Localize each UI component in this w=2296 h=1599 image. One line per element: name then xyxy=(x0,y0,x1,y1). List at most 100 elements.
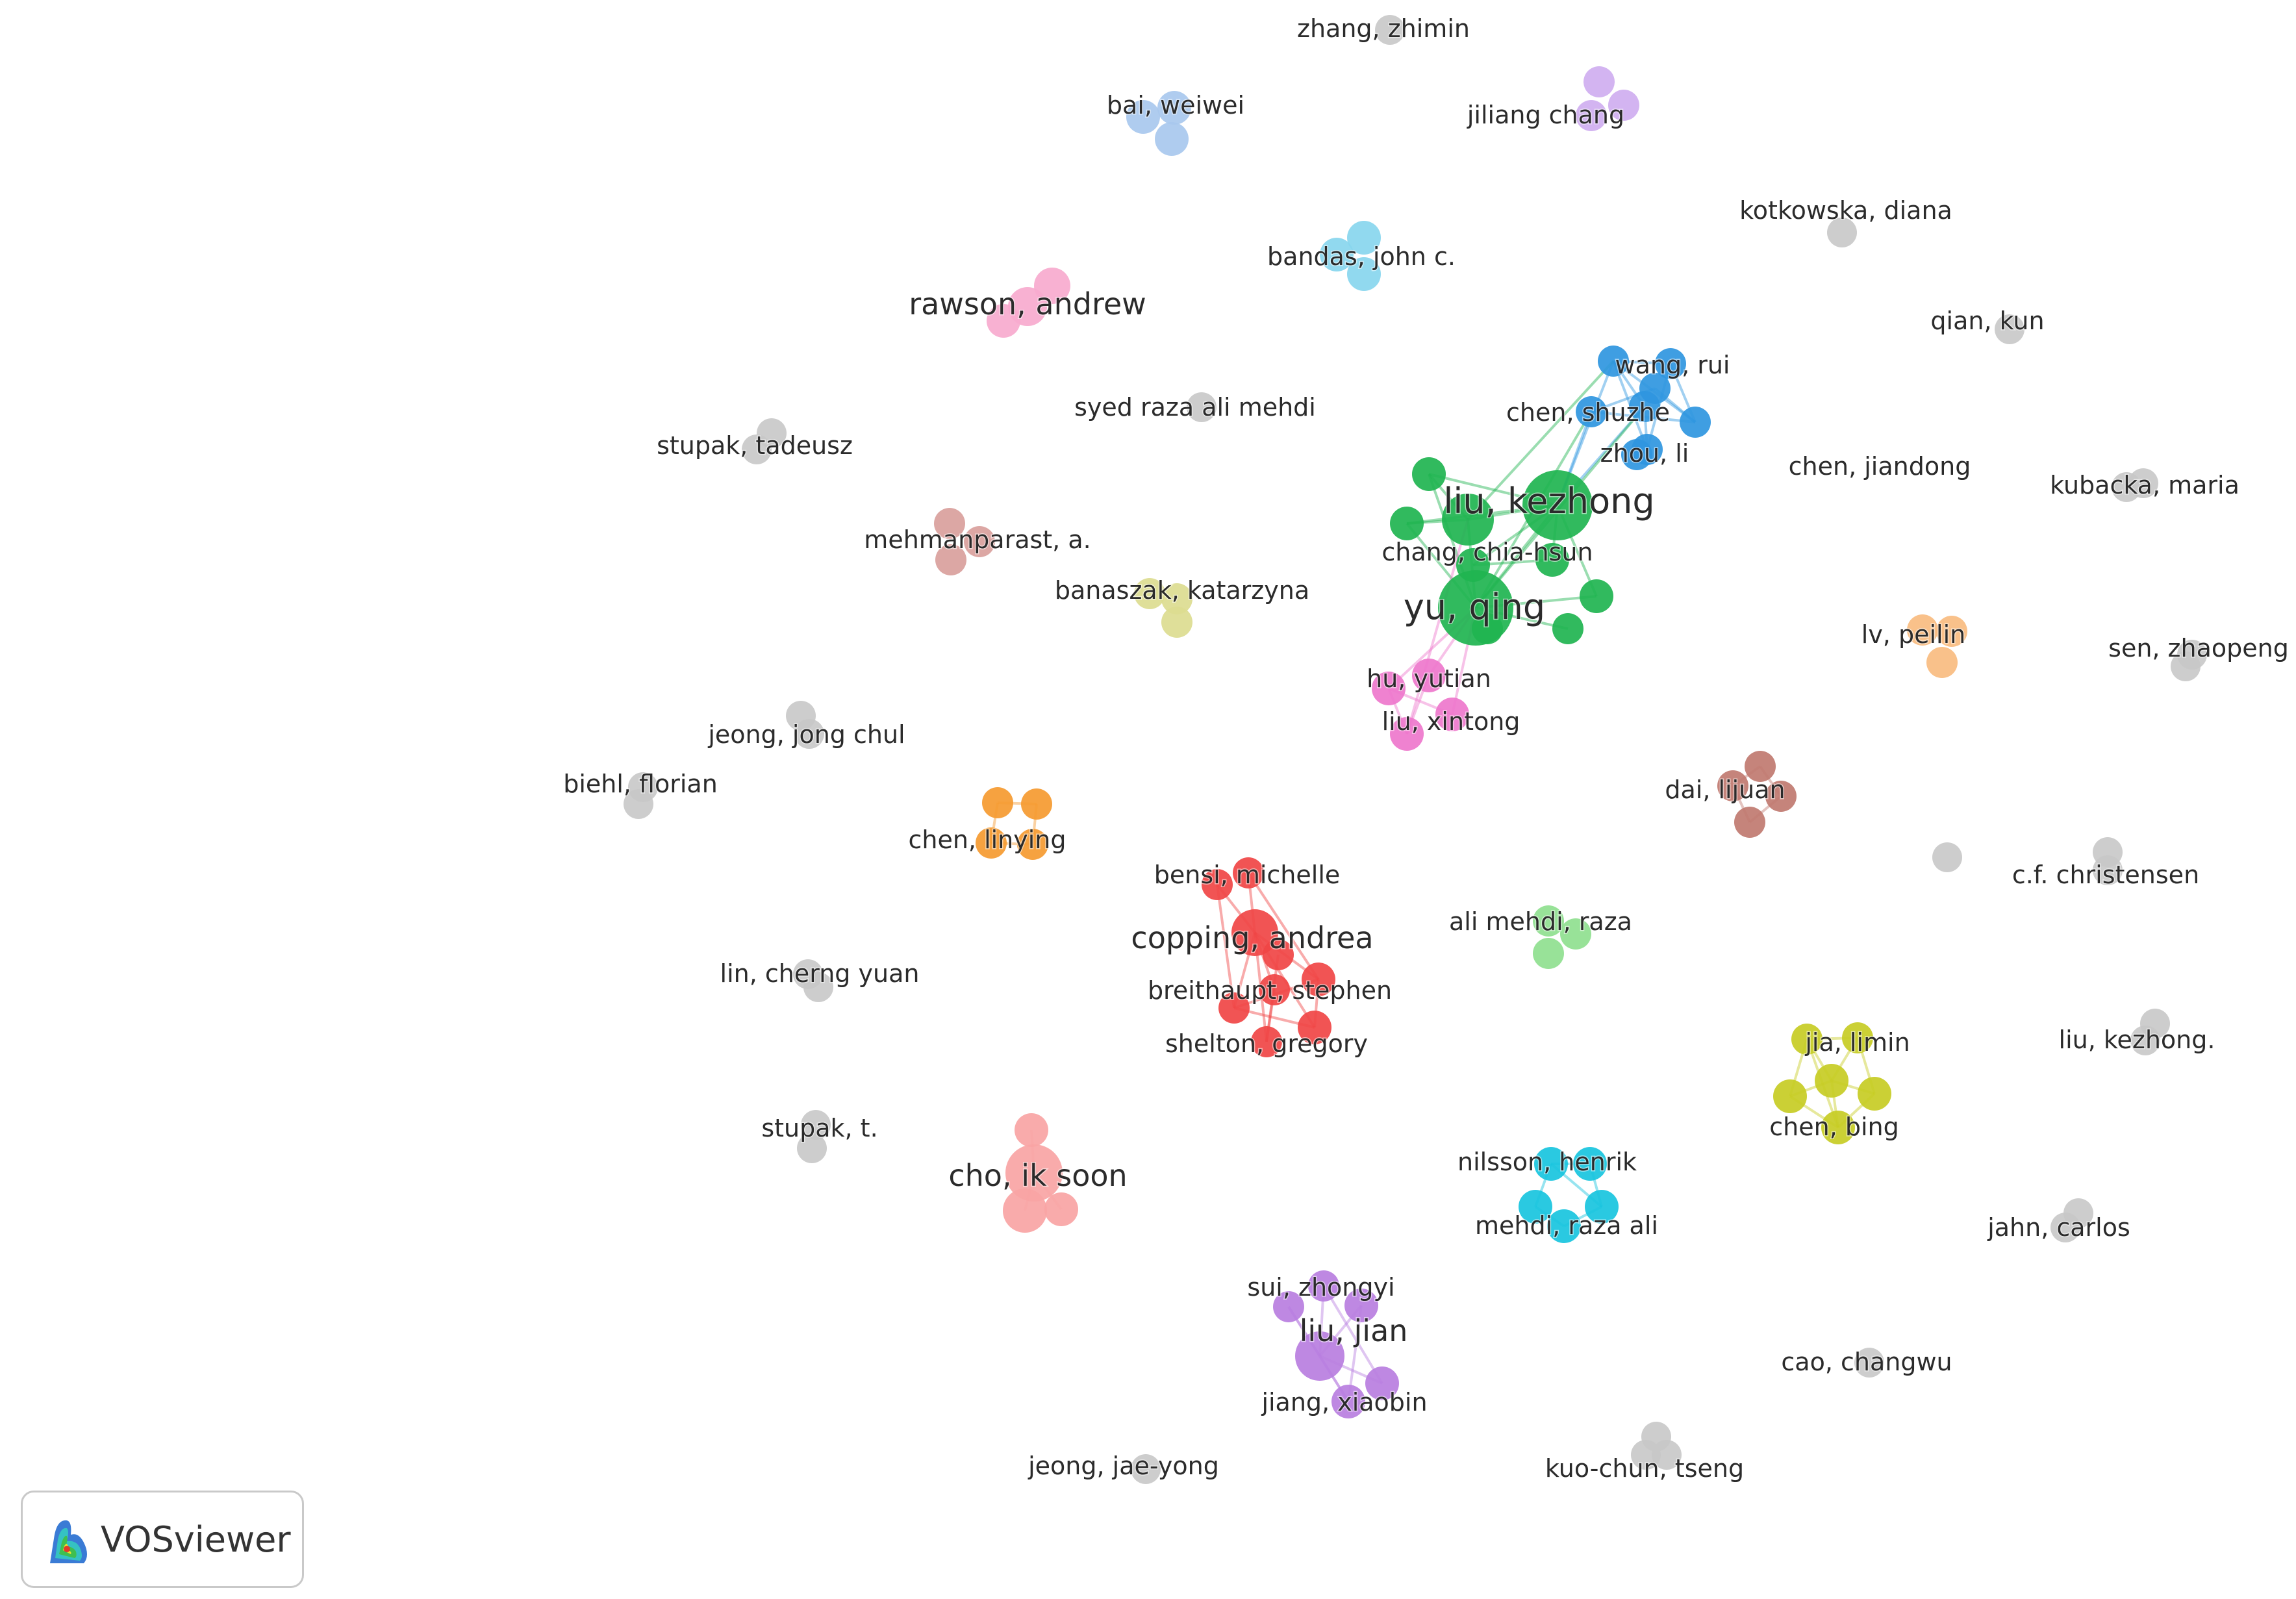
author-node[interactable] xyxy=(1932,842,1962,872)
author-node[interactable] xyxy=(1926,647,1958,678)
author-node[interactable] xyxy=(1631,1440,1661,1470)
author-node[interactable] xyxy=(1680,407,1711,438)
author-node[interactable] xyxy=(1017,829,1048,860)
author-label[interactable]: yu, qing xyxy=(1402,586,1546,629)
author-node[interactable] xyxy=(1936,616,1967,647)
author-node[interactable] xyxy=(1390,717,1424,751)
author-node[interactable] xyxy=(1347,221,1381,255)
author-label[interactable]: jeong, jong chul xyxy=(707,720,906,750)
author-label[interactable]: liu, kezhong. xyxy=(2058,1025,2216,1055)
author-label[interactable]: cao, changwu xyxy=(1780,1347,1953,1378)
author-label[interactable]: stupak, t. xyxy=(761,1113,879,1144)
author-node[interactable] xyxy=(2128,468,2158,498)
author-node[interactable] xyxy=(1773,1079,1807,1113)
author-label[interactable]: syed raza ali mehdi xyxy=(1074,392,1317,423)
author-label[interactable]: chen, jiandong xyxy=(1787,451,1972,482)
author-label[interactable]: c.f. christensen xyxy=(2011,860,2200,890)
author-node[interactable] xyxy=(1995,314,2025,344)
author-label[interactable]: qian, kun xyxy=(1930,306,2045,336)
author-label[interactable]: jiliang chang xyxy=(1465,100,1625,131)
author-node[interactable] xyxy=(1347,257,1381,291)
author-node[interactable] xyxy=(1552,613,1583,644)
author-node[interactable] xyxy=(1827,218,1857,247)
author-node[interactable] xyxy=(1044,1192,1078,1226)
author-node[interactable] xyxy=(1273,1291,1304,1322)
author-node[interactable] xyxy=(1858,1077,1891,1111)
author-label[interactable]: bandas, john c. xyxy=(1267,242,1457,272)
author-node[interactable] xyxy=(1259,974,1290,1005)
author-node[interactable] xyxy=(1202,869,1233,900)
author-node[interactable] xyxy=(1854,1348,1884,1378)
author-node[interactable] xyxy=(1560,918,1591,950)
author-node[interactable] xyxy=(1331,1385,1365,1418)
author-label[interactable]: kubacka, maria xyxy=(2049,470,2241,501)
author-label[interactable]: hu, yutian xyxy=(1366,664,1493,694)
author-node[interactable] xyxy=(1126,100,1160,134)
author-label[interactable]: zhou, li xyxy=(1599,438,1690,469)
author-node[interactable] xyxy=(1005,1144,1063,1202)
author-label[interactable]: copping, andrea xyxy=(1130,920,1374,957)
author-node[interactable] xyxy=(1251,1026,1282,1057)
author-node[interactable] xyxy=(1161,607,1192,638)
author-node[interactable] xyxy=(1519,1190,1552,1224)
author-node[interactable] xyxy=(1815,1064,1848,1098)
author-node[interactable] xyxy=(1375,15,1405,45)
author-label[interactable]: liu, xintong xyxy=(1381,707,1521,737)
author-node[interactable] xyxy=(1021,788,1052,820)
author-node[interactable] xyxy=(1231,909,1278,956)
author-label[interactable]: jeong, jae-yong xyxy=(1027,1451,1220,1481)
author-node[interactable] xyxy=(1157,91,1191,125)
author-label[interactable]: kotkowska, diana xyxy=(1739,195,1954,226)
author-label[interactable]: chen, bing xyxy=(1769,1112,1900,1142)
author-node[interactable] xyxy=(1534,1147,1568,1181)
author-node[interactable] xyxy=(1263,939,1294,970)
author-node[interactable] xyxy=(1745,751,1776,782)
author-label[interactable]: rawson, andrew xyxy=(908,286,1148,323)
author-node[interactable] xyxy=(935,544,966,575)
author-node[interactable] xyxy=(1161,583,1192,614)
author-label[interactable]: bensi, michelle xyxy=(1153,860,1341,890)
author-label[interactable]: liu, kezhong xyxy=(1443,480,1656,523)
author-node[interactable] xyxy=(628,772,658,802)
author-node[interactable] xyxy=(1791,1024,1823,1055)
author-label[interactable]: chen, linying xyxy=(907,825,1067,855)
author-node[interactable] xyxy=(1390,507,1424,540)
author-node[interactable] xyxy=(1583,66,1615,97)
author-node[interactable] xyxy=(1652,1440,1682,1470)
author-node[interactable] xyxy=(982,787,1013,818)
author-label[interactable]: breithaupt, stephen xyxy=(1146,976,1393,1006)
author-node[interactable] xyxy=(1131,1454,1161,1484)
author-node[interactable] xyxy=(987,304,1020,338)
author-node[interactable] xyxy=(1598,346,1629,377)
author-node[interactable] xyxy=(1629,391,1660,422)
author-node[interactable] xyxy=(1655,348,1686,379)
author-node[interactable] xyxy=(2050,1213,2080,1242)
author-label[interactable]: mehmanparast, a. xyxy=(863,525,1092,555)
author-node[interactable] xyxy=(803,972,833,1002)
author-label[interactable]: chang, chia-hsun xyxy=(1381,537,1594,568)
author-node[interactable] xyxy=(1533,905,1564,937)
author-node[interactable] xyxy=(1372,672,1406,705)
author-node[interactable] xyxy=(2130,1026,2160,1055)
author-node[interactable] xyxy=(1717,770,1748,801)
author-node[interactable] xyxy=(1585,1190,1619,1224)
author-node[interactable] xyxy=(1134,578,1165,609)
author-node[interactable] xyxy=(1233,857,1264,888)
author-label[interactable]: zhang, zhimin xyxy=(1296,14,1471,44)
author-node[interactable] xyxy=(1295,1331,1344,1381)
author-node[interactable] xyxy=(1218,992,1250,1024)
author-label[interactable]: banaszak, katarzyna xyxy=(1053,575,1310,606)
author-node[interactable] xyxy=(2093,855,2123,885)
author-label[interactable]: sui, zhongyi xyxy=(1246,1272,1396,1303)
author-node[interactable] xyxy=(1535,543,1569,577)
author-node[interactable] xyxy=(976,827,1007,859)
author-node[interactable] xyxy=(1015,1113,1048,1147)
author-label[interactable]: stupak, tadeusz xyxy=(656,431,854,461)
author-node[interactable] xyxy=(1412,659,1446,692)
author-node[interactable] xyxy=(1365,1366,1399,1400)
author-label[interactable]: kuo-chun, tseng xyxy=(1544,1454,1745,1484)
author-node[interactable] xyxy=(1907,614,1938,646)
author-node[interactable] xyxy=(1472,613,1503,644)
author-label[interactable]: lin, cherng yuan xyxy=(719,959,920,989)
author-node[interactable] xyxy=(1734,807,1765,838)
